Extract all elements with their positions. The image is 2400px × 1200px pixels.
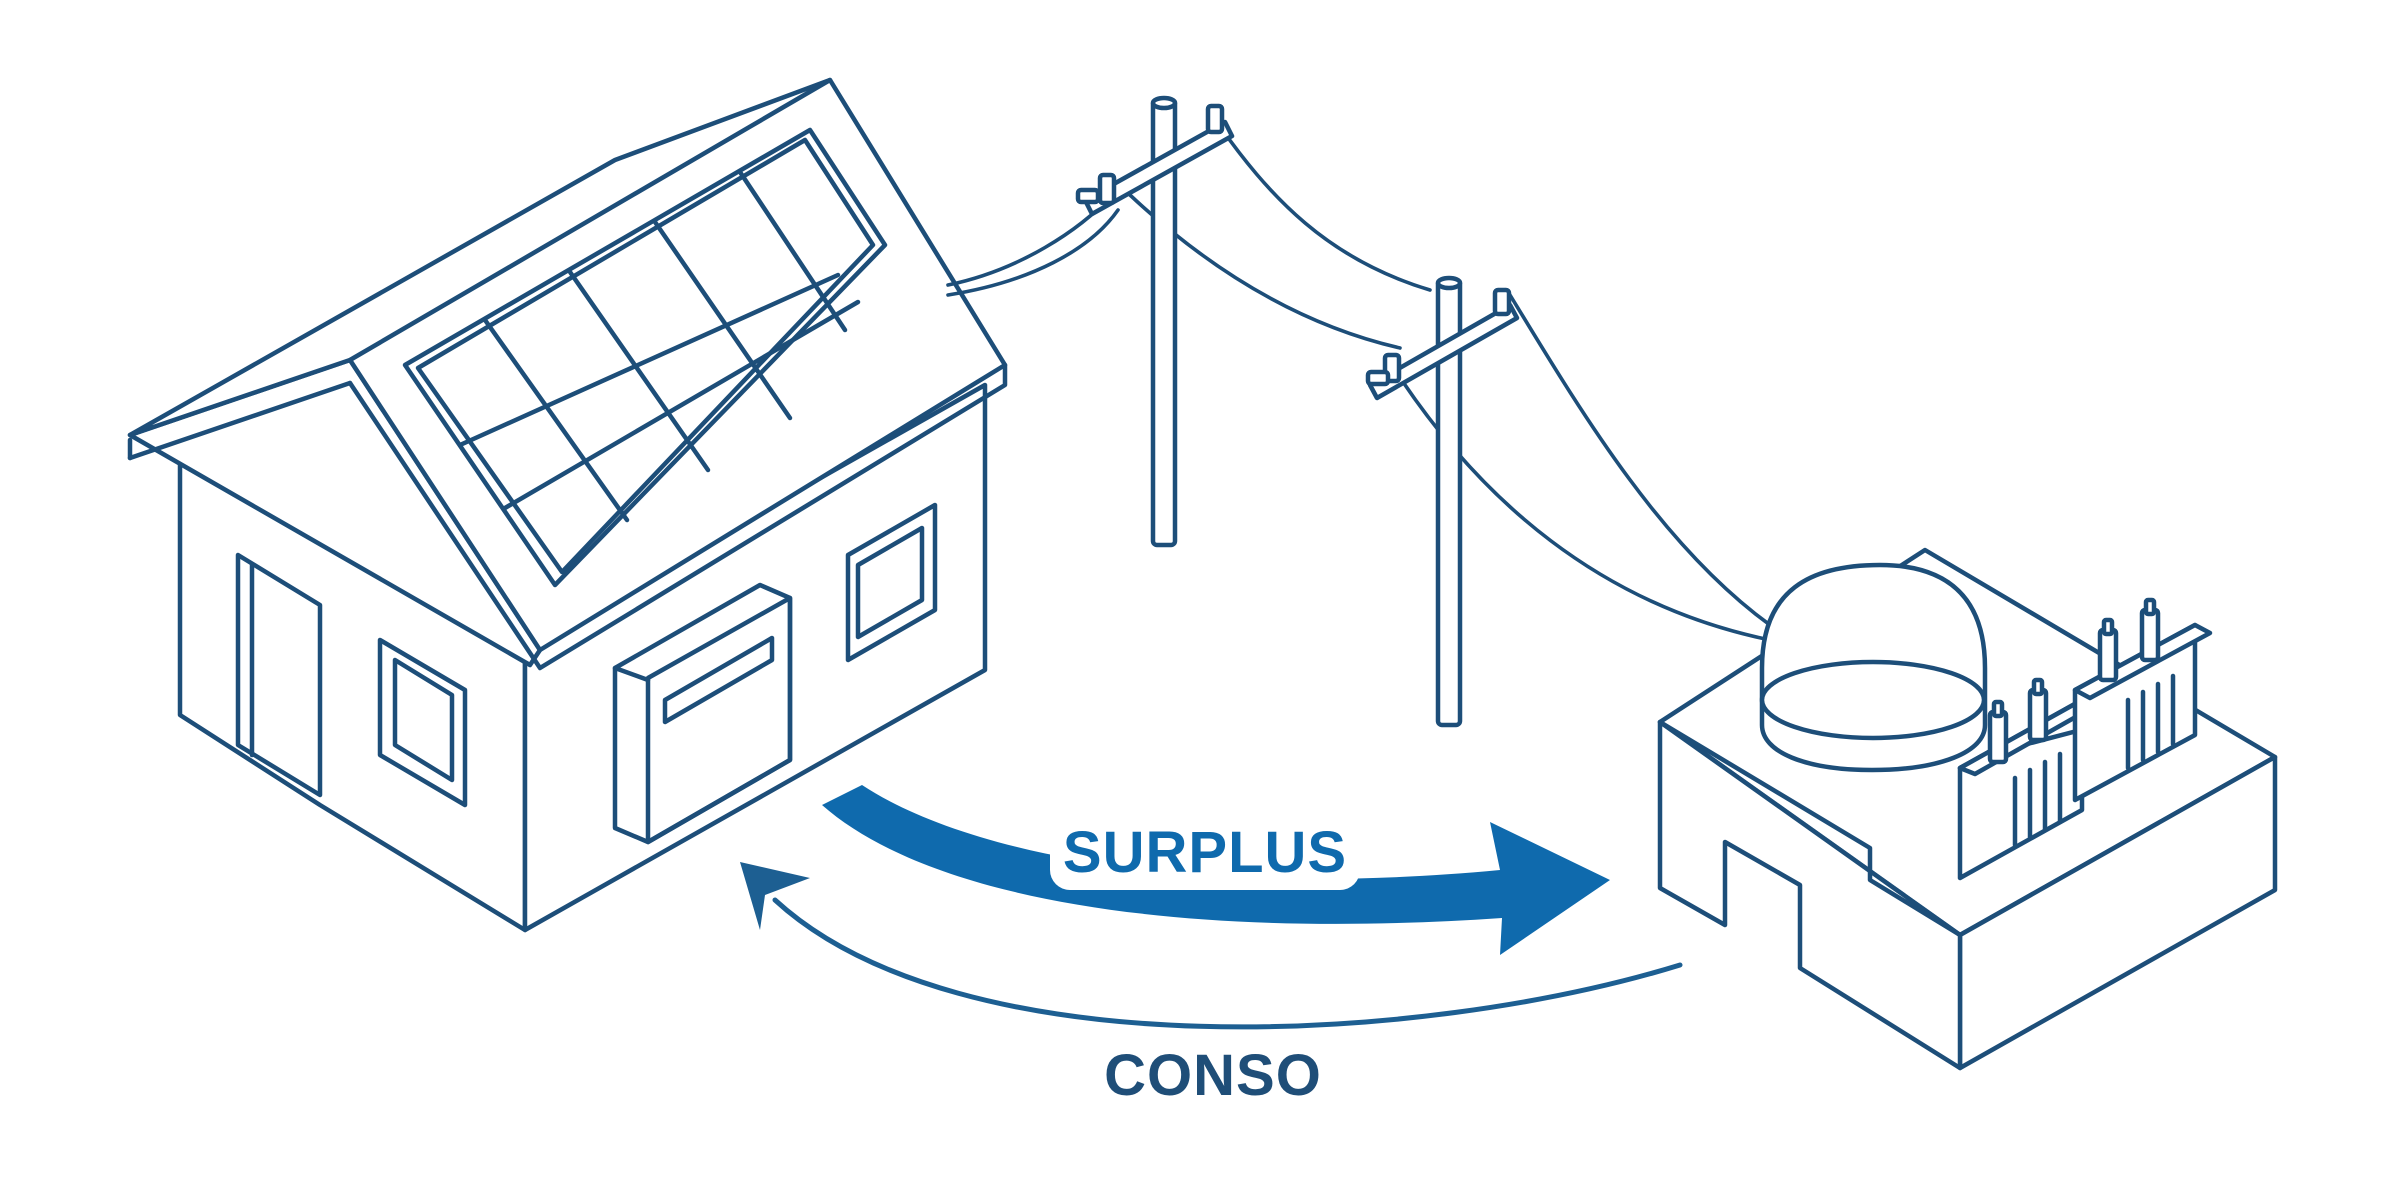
utility-pole-far <box>1365 275 1520 728</box>
house <box>127 77 1008 933</box>
utility-pole-near <box>1075 95 1235 548</box>
conso-label: CONSO <box>1104 1043 1322 1108</box>
house-side-window <box>377 637 468 808</box>
house-front-window <box>845 502 938 663</box>
exchange-arrows: SURPLUS CONSO <box>740 785 1683 1108</box>
conso-arrowhead <box>740 862 810 930</box>
power-lines <box>946 113 1772 642</box>
conso-arrow <box>772 897 1683 1030</box>
solar-panel <box>402 127 888 588</box>
meter-box <box>612 582 793 845</box>
transformer-back <box>2072 597 2213 803</box>
surplus-arrow <box>822 785 1610 955</box>
surplus-label: SURPLUS <box>1063 820 1347 885</box>
substation <box>1657 547 2278 1071</box>
substation-base-left <box>1657 719 1963 1071</box>
dome-tank <box>1759 562 1988 773</box>
house-door <box>235 552 323 798</box>
